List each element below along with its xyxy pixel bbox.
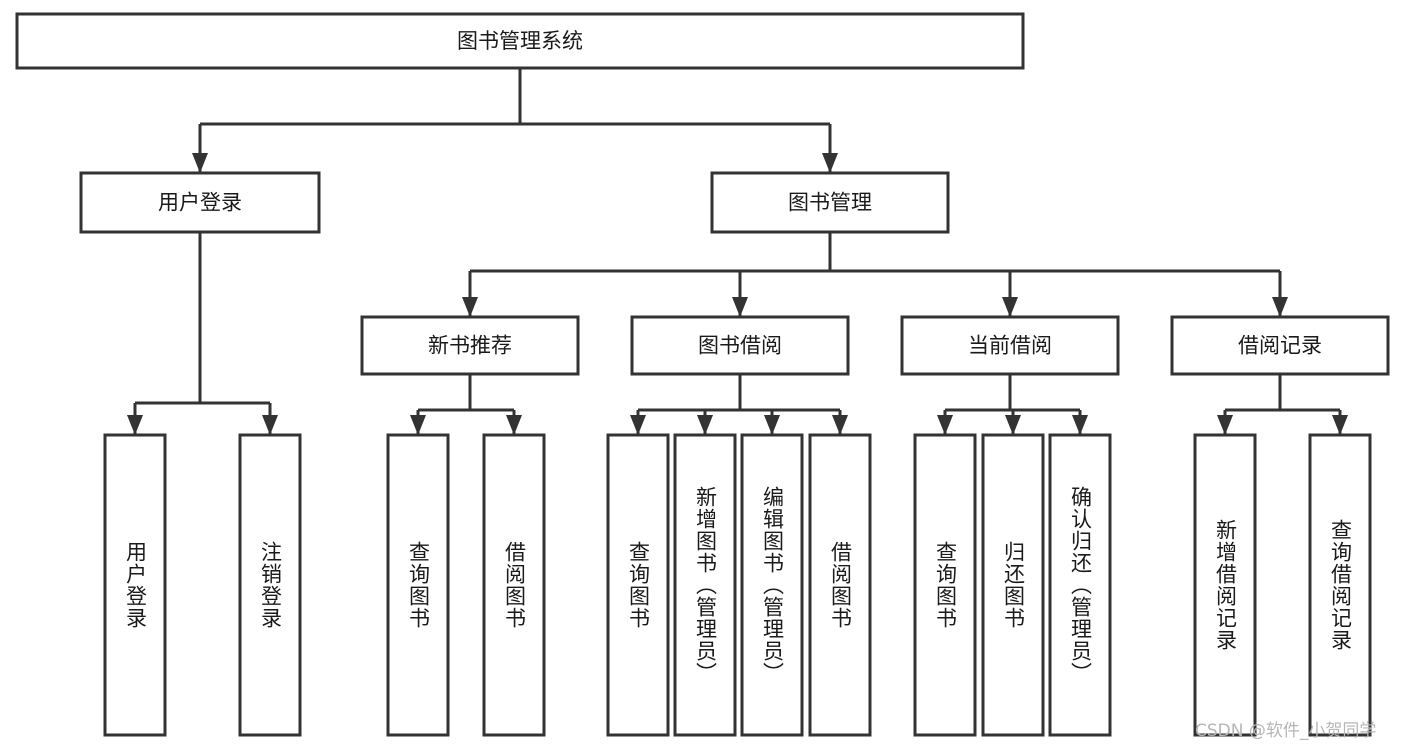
arrow-head-icon xyxy=(410,415,426,435)
root-node-box[interactable] xyxy=(15,12,1025,70)
connectors-layer xyxy=(127,68,1348,435)
level2-node-label-1: 图书管理 xyxy=(788,191,872,215)
leaf-node-box-7[interactable] xyxy=(808,433,872,737)
arrow-head-icon xyxy=(1272,297,1288,317)
leaf-node-box-2[interactable] xyxy=(386,433,450,737)
arrow-head-icon xyxy=(262,415,278,435)
level3-node-box-1[interactable] xyxy=(630,315,850,376)
arrow-head-icon xyxy=(1217,415,1233,435)
arrow-head-icon xyxy=(1332,415,1348,435)
leaf-node-box-5[interactable] xyxy=(673,433,737,737)
level3-node-label-0: 新书推荐 xyxy=(428,334,512,358)
leaf-node-box-8[interactable] xyxy=(913,433,977,737)
level3-node-label-3: 借阅记录 xyxy=(1238,334,1322,358)
arrow-head-icon xyxy=(732,297,748,317)
arrow-head-icon xyxy=(630,415,646,435)
arrow-head-icon xyxy=(832,415,848,435)
arrow-head-icon xyxy=(462,297,478,317)
arrow-head-icon xyxy=(1072,415,1088,435)
leaf-node-box-12[interactable] xyxy=(1308,433,1372,737)
arrow-head-icon xyxy=(937,415,953,435)
leaf-node-box-11[interactable] xyxy=(1193,433,1257,737)
arrow-head-icon xyxy=(697,415,713,435)
level2-node-box-1[interactable] xyxy=(710,171,950,234)
level2-node-box-0[interactable] xyxy=(79,171,321,234)
arrow-head-icon xyxy=(506,415,522,435)
arrow-head-icon xyxy=(127,415,143,435)
leaf-node-box-6[interactable] xyxy=(740,433,804,737)
arrow-head-icon xyxy=(822,153,838,173)
level3-node-box-2[interactable] xyxy=(900,315,1120,376)
arrow-head-icon xyxy=(1005,415,1021,435)
level3-node-box-0[interactable] xyxy=(360,315,580,376)
leaf-node-box-9[interactable] xyxy=(981,433,1045,737)
leaf-node-box-4[interactable] xyxy=(606,433,670,737)
csdn-watermark: CSDN @软件_小贺同学 xyxy=(1195,721,1377,741)
boxes-layer xyxy=(15,12,1390,737)
arrow-head-icon xyxy=(1002,297,1018,317)
root-node-label: 图书管理系统 xyxy=(457,29,583,53)
leaf-node-box-3[interactable] xyxy=(482,433,546,737)
level3-node-label-2: 当前借阅 xyxy=(968,334,1052,358)
arrow-head-icon xyxy=(764,415,780,435)
level3-node-label-1: 图书借阅 xyxy=(698,334,782,358)
leaf-node-box-10[interactable] xyxy=(1048,433,1112,737)
level3-node-box-3[interactable] xyxy=(1170,315,1390,376)
leaf-node-box-0[interactable] xyxy=(103,433,167,737)
arrow-head-icon xyxy=(192,153,208,173)
level2-node-label-0: 用户登录 xyxy=(158,191,242,215)
leaf-node-box-1[interactable] xyxy=(238,433,302,737)
